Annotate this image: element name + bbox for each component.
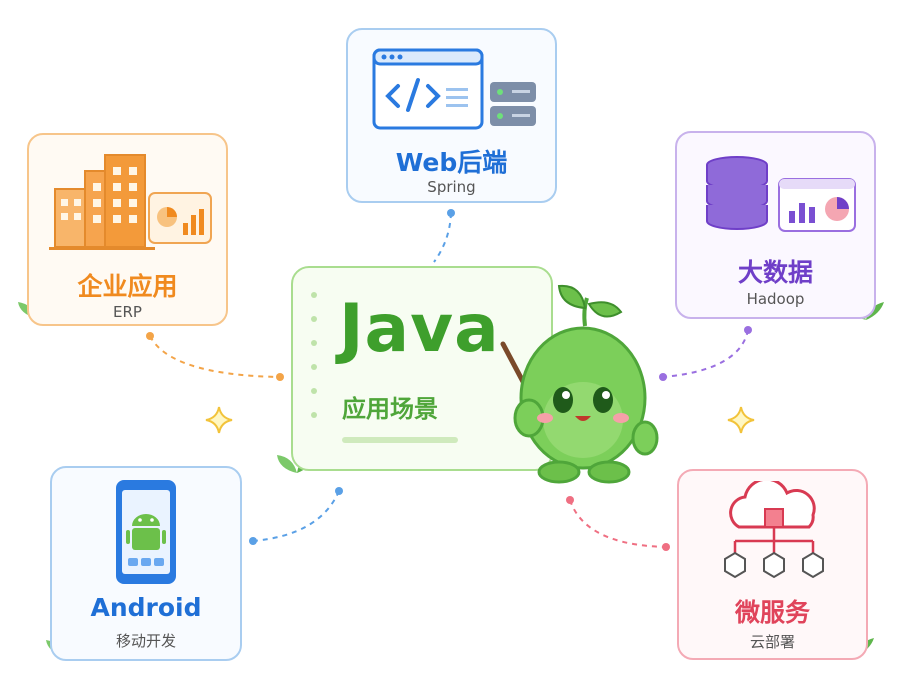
sparkle-icon-right bbox=[727, 406, 755, 434]
card-micro: 微服务 云部署 bbox=[677, 469, 868, 660]
card-title: 微服务 bbox=[734, 598, 810, 627]
connector-web bbox=[433, 212, 452, 263]
connector-enterprise bbox=[149, 335, 281, 378]
center-board: Java 应用场景 bbox=[291, 266, 553, 471]
card-subtitle: 云部署 bbox=[749, 633, 795, 651]
office-building-icon bbox=[49, 154, 212, 250]
card-subtitle: Spring bbox=[427, 178, 476, 196]
connector-android bbox=[252, 490, 340, 542]
center-title: Java bbox=[339, 290, 500, 367]
card-subtitle: 移动开发 bbox=[115, 632, 176, 650]
card-bigdata: 大数据 Hadoop bbox=[675, 131, 876, 319]
card-subtitle: Hadoop bbox=[746, 290, 805, 308]
database-chart-icon bbox=[706, 156, 856, 232]
card-web: Web后端 Spring bbox=[346, 28, 557, 203]
cloud-network-icon bbox=[724, 481, 824, 579]
center-underline bbox=[342, 437, 458, 443]
connector-bigdata bbox=[662, 329, 749, 378]
mascot-icon bbox=[500, 284, 659, 484]
sparkle-icon-left bbox=[205, 406, 233, 434]
connector-micro bbox=[569, 499, 667, 548]
card-title: Android bbox=[90, 593, 202, 622]
code-window-server-icon bbox=[372, 48, 536, 130]
card-subtitle: ERP bbox=[113, 303, 142, 321]
center-subtitle: 应用场景 bbox=[342, 395, 438, 423]
android-phone-icon bbox=[116, 480, 176, 584]
card-title: 企业应用 bbox=[77, 272, 178, 301]
card-enterprise: 企业应用 ERP bbox=[27, 133, 228, 326]
card-title: 大数据 bbox=[737, 258, 813, 287]
card-android: Android 移动开发 bbox=[50, 466, 242, 661]
card-title: Web后端 bbox=[395, 148, 508, 177]
